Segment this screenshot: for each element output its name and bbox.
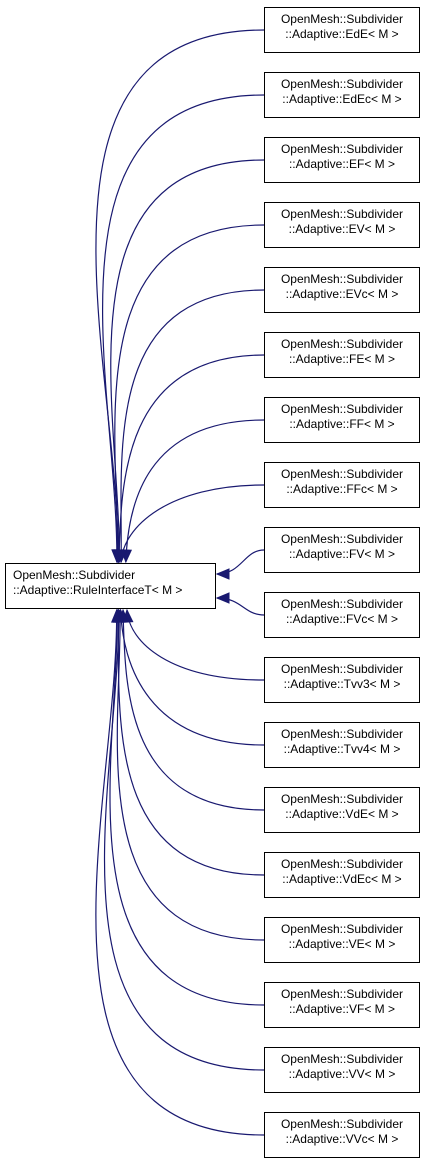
base-class-namespace: OpenMesh::Subdivider: [13, 568, 136, 582]
derived-class-name: ::Adaptive::FV< M >: [288, 547, 396, 561]
derived-class-namespace: OpenMesh::Subdivider: [280, 727, 404, 741]
derived-class-namespace: OpenMesh::Subdivider: [280, 1052, 404, 1066]
inheritance-edge: [118, 354, 265, 563]
derived-class-name: ::Adaptive::EV< M >: [288, 222, 396, 236]
base-class-name: ::Adaptive::RuleInterfaceT< M >: [13, 583, 183, 597]
inheritance-edge: [117, 609, 265, 876]
derived-class-namespace: OpenMesh::Subdivider: [280, 402, 404, 416]
derived-class-namespace: OpenMesh::Subdivider: [280, 77, 404, 91]
derived-class-name: ::Adaptive::EVc< M >: [285, 287, 399, 301]
derived-class-node-vvc[interactable]: OpenMesh::Subdivider ::Adaptive::VVc< M …: [264, 1112, 420, 1158]
derived-class-namespace: OpenMesh::Subdivider: [280, 857, 404, 871]
derived-class-node-ff[interactable]: OpenMesh::Subdivider ::Adaptive::FF< M >: [264, 397, 420, 443]
derived-class-node-ef[interactable]: OpenMesh::Subdivider ::Adaptive::EF< M >: [264, 137, 420, 183]
derived-class-name: ::Adaptive::VVc< M >: [285, 1132, 399, 1146]
inheritance-edge: [116, 609, 265, 941]
derived-class-name: ::Adaptive::FFc< M >: [286, 482, 398, 496]
inheritance-edge: [114, 224, 265, 563]
inheritance-edge: [102, 94, 265, 563]
derived-class-node-vdec[interactable]: OpenMesh::Subdivider ::Adaptive::VdEc< M…: [264, 852, 420, 898]
derived-class-name: ::Adaptive::FF< M >: [289, 417, 395, 431]
derived-class-name: ::Adaptive::VE< M >: [288, 937, 396, 951]
derived-class-node-ffc[interactable]: OpenMesh::Subdivider ::Adaptive::FFc< M …: [264, 462, 420, 508]
derived-class-node-tvv3[interactable]: OpenMesh::Subdivider ::Adaptive::Tvv3< M…: [264, 657, 420, 703]
base-class-node[interactable]: OpenMesh::Subdivider ::Adaptive::RuleInt…: [5, 563, 216, 609]
derived-class-name: ::Adaptive::EdEc< M >: [282, 92, 402, 106]
derived-class-namespace: OpenMesh::Subdivider: [280, 662, 404, 676]
derived-class-namespace: OpenMesh::Subdivider: [280, 467, 404, 481]
inheritance-edge: [216, 549, 265, 575]
derived-class-node-evc[interactable]: OpenMesh::Subdivider ::Adaptive::EVc< M …: [264, 267, 420, 313]
derived-class-node-fvc[interactable]: OpenMesh::Subdivider ::Adaptive::FVc< M …: [264, 592, 420, 638]
derived-class-name: ::Adaptive::Tvv3< M >: [283, 677, 401, 691]
derived-class-namespace: OpenMesh::Subdivider: [280, 922, 404, 936]
derived-class-name: ::Adaptive::EdE< M >: [285, 27, 399, 41]
inheritance-edge: [110, 159, 265, 563]
derived-class-node-ve[interactable]: OpenMesh::Subdivider ::Adaptive::VE< M >: [264, 917, 420, 963]
inheritance-edge: [120, 609, 265, 746]
derived-class-node-ede[interactable]: OpenMesh::Subdivider ::Adaptive::EdE< M …: [264, 7, 420, 53]
derived-class-node-vde[interactable]: OpenMesh::Subdivider ::Adaptive::VdE< M …: [264, 787, 420, 833]
derived-class-namespace: OpenMesh::Subdivider: [280, 207, 404, 221]
inheritance-edge: [103, 609, 265, 1071]
inheritance-edge: [95, 609, 265, 1136]
derived-class-node-fv[interactable]: OpenMesh::Subdivider ::Adaptive::FV< M >: [264, 527, 420, 573]
derived-class-name: ::Adaptive::Tvv4< M >: [283, 742, 401, 756]
derived-class-name: ::Adaptive::VF< M >: [288, 1002, 396, 1016]
derived-class-namespace: OpenMesh::Subdivider: [280, 12, 404, 26]
inheritance-edge: [125, 419, 265, 563]
derived-class-node-vv[interactable]: OpenMesh::Subdivider ::Adaptive::VV< M >: [264, 1047, 420, 1093]
inheritance-edge: [95, 29, 265, 563]
derived-class-name: ::Adaptive::VdEc< M >: [282, 872, 402, 886]
inheritance-arrowhead: [215, 568, 230, 580]
derived-class-namespace: OpenMesh::Subdivider: [280, 272, 404, 286]
inheritance-edge: [109, 609, 265, 1006]
inheritance-arrowhead: [111, 608, 123, 623]
derived-class-name: ::Adaptive::EF< M >: [288, 157, 396, 171]
derived-class-namespace: OpenMesh::Subdivider: [280, 792, 404, 806]
derived-class-namespace: OpenMesh::Subdivider: [280, 987, 404, 1001]
derived-class-namespace: OpenMesh::Subdivider: [280, 337, 404, 351]
derived-class-namespace: OpenMesh::Subdivider: [280, 1117, 404, 1131]
inheritance-arrowhead: [215, 592, 230, 604]
derived-class-namespace: OpenMesh::Subdivider: [280, 142, 404, 156]
derived-class-name: ::Adaptive::VdE< M >: [285, 807, 399, 821]
derived-class-node-vf[interactable]: OpenMesh::Subdivider ::Adaptive::VF< M >: [264, 982, 420, 1028]
inheritance-edge: [122, 609, 265, 811]
inheritance-edge: [126, 609, 265, 681]
derived-class-name: ::Adaptive::FE< M >: [288, 352, 396, 366]
derived-class-namespace: OpenMesh::Subdivider: [280, 597, 404, 611]
derived-class-node-tvv4[interactable]: OpenMesh::Subdivider ::Adaptive::Tvv4< M…: [264, 722, 420, 768]
derived-class-node-edec[interactable]: OpenMesh::Subdivider ::Adaptive::EdEc< M…: [264, 72, 420, 118]
derived-class-name: ::Adaptive::FVc< M >: [285, 612, 399, 626]
inheritance-edge: [120, 484, 265, 563]
derived-class-node-fe[interactable]: OpenMesh::Subdivider ::Adaptive::FE< M >: [264, 332, 420, 378]
inheritance-arrowhead: [115, 549, 128, 564]
derived-class-node-ev[interactable]: OpenMesh::Subdivider ::Adaptive::EV< M >: [264, 202, 420, 248]
derived-class-name: ::Adaptive::VV< M >: [288, 1067, 396, 1081]
derived-class-namespace: OpenMesh::Subdivider: [280, 532, 404, 546]
